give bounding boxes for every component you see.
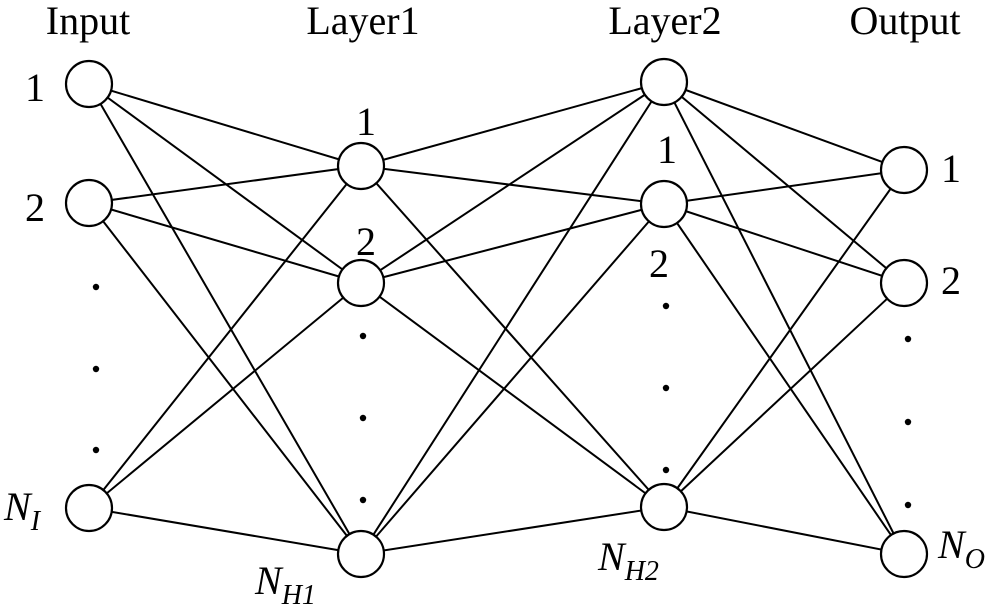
input-node-label-last: NI <box>3 484 42 537</box>
edge-layer2-1-to-output-2 <box>663 81 905 284</box>
edge-layer2-3-to-output-1 <box>663 169 905 508</box>
layer2-node-label-2: 2 <box>649 241 669 286</box>
input-node-2 <box>64 178 114 228</box>
edge-input-3-to-layer1-3 <box>88 507 362 555</box>
edge-layer2-1-to-output-3 <box>663 81 905 555</box>
layer1-node-label-2: 2 <box>356 219 376 264</box>
edge-input-2-to-layer1-1 <box>88 165 362 204</box>
layer2-last-sub: H2 <box>624 556 659 587</box>
edge-input-2-to-layer1-2 <box>88 202 362 284</box>
input-node-last <box>64 483 114 533</box>
layer2-ellipsis-dot-1 <box>662 302 670 310</box>
layer2-node-label-1: 1 <box>657 127 677 172</box>
output-node-label-2: 2 <box>941 258 961 303</box>
edge-layer1-3-to-layer2-1 <box>360 81 665 555</box>
layer2-node-2 <box>639 179 689 229</box>
layer-title-layer2: Layer2 <box>608 0 721 43</box>
layer1-node-2 <box>336 258 386 308</box>
input-node-1 <box>64 59 114 109</box>
output-node-1 <box>879 145 929 195</box>
input-node-label-1: 1 <box>25 65 45 110</box>
layer1-node-1 <box>336 141 386 191</box>
edge-layer2-2-to-output-1 <box>663 169 905 205</box>
edge-layer2-3-to-output-3 <box>663 506 905 555</box>
layer2-ellipsis-dot-3 <box>662 466 670 474</box>
input-last-base: N <box>3 484 33 529</box>
output-last-sub: O <box>965 544 985 575</box>
input-last-sub: I <box>30 506 42 537</box>
output-node-last <box>879 529 929 579</box>
edge-input-3-to-layer1-1 <box>88 165 362 509</box>
layer1-ellipsis-dot-1 <box>359 332 367 340</box>
edge-input-1-to-layer1-3 <box>88 83 362 555</box>
edge-layer1-1-to-layer2-3 <box>360 165 665 508</box>
edge-layer1-2-to-layer2-1 <box>360 81 665 284</box>
output-node-label-last: NO <box>937 522 985 575</box>
layer2-ellipsis-dot-2 <box>662 384 670 392</box>
edge-input-1-to-layer1-1 <box>88 83 362 167</box>
edge-input-3-to-layer1-2 <box>88 282 362 509</box>
layer1-node-label-1: 1 <box>356 99 376 144</box>
output-node-2 <box>879 258 929 308</box>
neuron-nodes <box>64 57 929 579</box>
layer-title-input: Input <box>46 0 130 43</box>
layer1-ellipsis-dot-3 <box>359 496 367 504</box>
edge-layer1-2-to-layer2-2 <box>360 203 665 284</box>
connection-lines <box>88 81 905 555</box>
edge-layer2-1-to-output-1 <box>663 81 905 171</box>
input-ellipsis-dot-2 <box>92 365 100 373</box>
input-node-label-2: 2 <box>25 185 45 230</box>
output-last-base: N <box>937 522 967 567</box>
output-node-label-1: 1 <box>941 146 961 191</box>
edge-layer2-2-to-output-2 <box>663 203 905 284</box>
layer2-last-base: N <box>597 534 627 579</box>
layer1-last-sub: H1 <box>281 580 316 609</box>
edge-layer1-3-to-layer2-3 <box>360 506 665 555</box>
layer2-node-label-last: NH2 <box>597 534 659 587</box>
edge-layer2-2-to-output-3 <box>663 203 905 555</box>
layer-title-layer1: Layer1 <box>306 0 419 43</box>
edge-input-2-to-layer1-3 <box>88 202 362 555</box>
output-ellipsis-dot-1 <box>904 335 912 343</box>
edge-layer1-2-to-layer2-3 <box>360 282 665 508</box>
layer2-node-1 <box>639 57 689 107</box>
layer1-ellipsis-dot-2 <box>359 414 367 422</box>
input-ellipsis-dot-1 <box>92 283 100 291</box>
edge-layer1-1-to-layer2-1 <box>360 81 665 167</box>
edge-layer1-1-to-layer2-2 <box>360 165 665 205</box>
layer1-last-base: N <box>254 558 284 603</box>
input-ellipsis-dot-3 <box>92 446 100 454</box>
edge-layer1-3-to-layer2-2 <box>360 203 665 555</box>
layer2-node-last <box>639 482 689 532</box>
layer1-node-last <box>336 529 386 579</box>
ellipsis-dots <box>92 283 912 509</box>
layer1-node-label-last: NH1 <box>254 558 316 609</box>
layer-title-output: Output <box>849 0 960 43</box>
output-ellipsis-dot-3 <box>904 501 912 509</box>
edge-layer2-3-to-output-2 <box>663 282 905 508</box>
output-ellipsis-dot-2 <box>904 418 912 426</box>
